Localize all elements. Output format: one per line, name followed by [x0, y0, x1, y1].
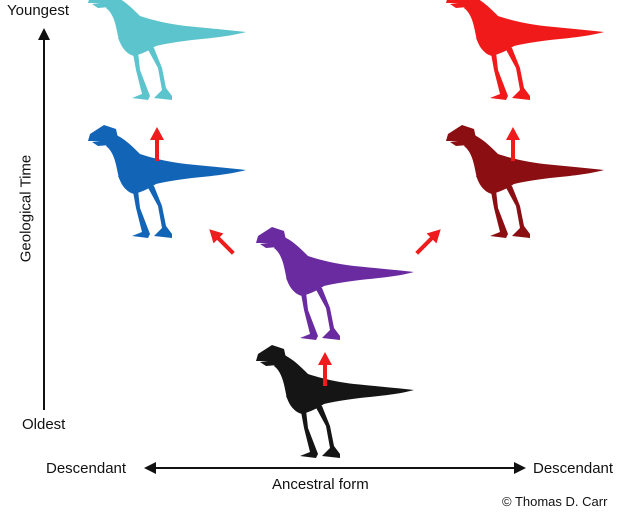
up-arrow-icon	[150, 127, 164, 161]
up-arrow-icon	[204, 224, 238, 258]
dinosaur-left-upper-icon	[88, 0, 246, 100]
ancestral-form-label: Ancestral form	[272, 476, 369, 493]
dinosaur-right-lower-icon	[446, 125, 604, 238]
youngest-label: Youngest	[7, 2, 69, 19]
credit-text: © Thomas D. Carr	[502, 494, 607, 509]
geological-time-label: Geological Time	[18, 149, 35, 269]
dinosaur-ancestor-icon	[256, 345, 414, 458]
oldest-label: Oldest	[22, 416, 65, 433]
up-arrow-icon	[506, 127, 520, 161]
up-arrow-icon	[412, 224, 446, 258]
dinosaur-right-upper-icon	[446, 0, 604, 100]
descendant-left-label: Descendant	[46, 460, 126, 477]
dinosaur-middle-icon	[256, 227, 414, 340]
descendant-right-label: Descendant	[533, 460, 613, 477]
dinosaur-left-lower-icon	[88, 125, 246, 238]
